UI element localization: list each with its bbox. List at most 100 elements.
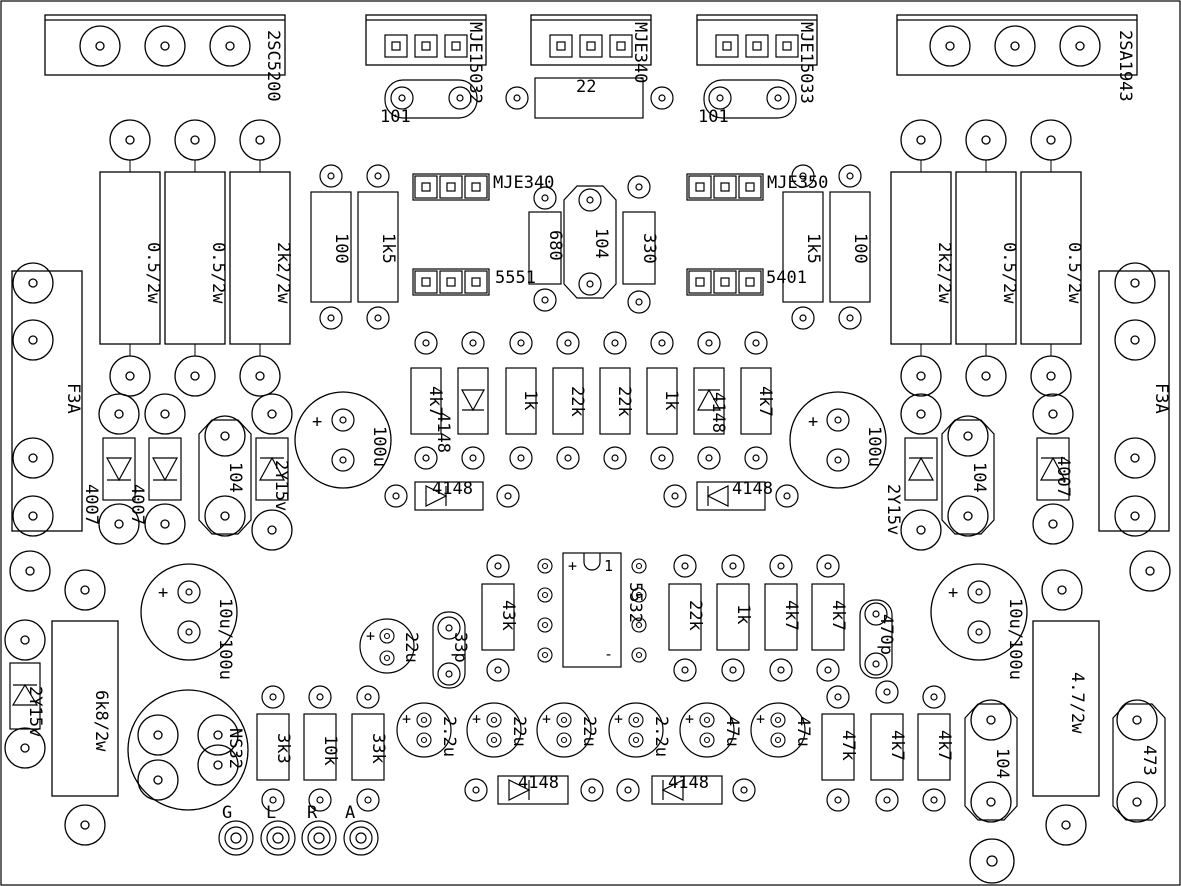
- svg-text:+: +: [158, 583, 168, 603]
- svg-text:22u: 22u: [509, 716, 529, 747]
- svg-text:+: +: [472, 710, 481, 728]
- svg-text:1: 1: [604, 557, 613, 575]
- capacitor-100u-right: + 100u: [789, 391, 887, 489]
- capacitor-2u2-a: + 2.2u: [396, 702, 459, 758]
- transistor-q4: MJE340: [530, 14, 652, 83]
- zener-15v-right: 2Y15v: [883, 393, 942, 551]
- diode-4148-horizontal-b: 4148: [663, 479, 799, 511]
- resistor-6k8: 6k8/2w: [51, 620, 119, 846]
- svg-text:22k: 22k: [685, 600, 705, 631]
- svg-text:101: 101: [380, 107, 411, 127]
- svg-text:+: +: [685, 710, 694, 728]
- svg-text:+: +: [948, 583, 958, 603]
- svg-text:MJE340: MJE340: [493, 173, 554, 193]
- diode-4148-horizontal-a: 4148: [384, 479, 520, 511]
- svg-text:3k3: 3k3: [273, 733, 293, 764]
- svg-text:4k7: 4k7: [425, 386, 445, 417]
- capacitor-10u-right: + 10u/100u: [930, 563, 1028, 680]
- capacitor-104-center: 104: [563, 185, 617, 299]
- svg-text:F3A: F3A: [1151, 383, 1171, 414]
- capacitor-100u-left: + 100u: [294, 391, 392, 489]
- diode-4007-right: 4007: [1032, 393, 1074, 545]
- resistor-680: 680: [528, 186, 565, 312]
- svg-text:100u: 100u: [369, 426, 389, 467]
- capacitor-473: 473: [1112, 699, 1166, 823]
- svg-text:4148: 4148: [732, 479, 773, 499]
- resistor-22k-mid-a: 22k: [552, 331, 587, 470]
- svg-text:-: -: [604, 645, 613, 663]
- capacitor-22u-b: + 22u: [536, 702, 599, 758]
- resistor-4k7-ic-b: 4k7: [811, 554, 848, 682]
- resistor-1k-ic: 1k: [716, 554, 753, 682]
- svg-text:4007: 4007: [81, 484, 101, 525]
- resistor-47k: 47k: [821, 685, 858, 812]
- svg-text:4.7/2w: 4.7/2w: [1067, 672, 1087, 734]
- svg-text:470p: 470p: [876, 614, 896, 655]
- svg-text:100u: 100u: [864, 426, 884, 467]
- resistor-4k7-mid-left: 4k7: [410, 331, 445, 470]
- svg-text:104: 104: [969, 462, 989, 493]
- transistor-q8: 5551: [412, 268, 536, 296]
- fuse-right: F3A: [1098, 262, 1171, 537]
- svg-text:33k: 33k: [368, 733, 388, 764]
- transistor-q2: 2SA1943: [896, 14, 1138, 102]
- svg-text:5551: 5551: [495, 268, 536, 288]
- capacitor-104-right: 104: [941, 415, 995, 537]
- svg-text:4k7: 4k7: [887, 730, 907, 761]
- transistor-q1: 2SC5200: [44, 14, 286, 102]
- svg-text:+: +: [614, 710, 623, 728]
- svg-text:1k: 1k: [661, 390, 681, 410]
- capacitor-47u-b: + 47u: [750, 702, 813, 758]
- q5-label: MJE15033: [796, 22, 816, 104]
- svg-text:+: +: [568, 557, 577, 575]
- capacitor-10u-left: + 10u/100u: [140, 563, 238, 680]
- svg-text:330: 330: [639, 233, 659, 264]
- svg-text:G: G: [222, 803, 232, 823]
- capacitor-104-left: 104: [198, 415, 252, 537]
- svg-text:22k: 22k: [567, 386, 587, 417]
- svg-text:4k7: 4k7: [934, 730, 954, 761]
- resistor-3k3: 3k3: [256, 685, 293, 812]
- svg-text:47u: 47u: [722, 716, 742, 747]
- svg-text:2k2/2w: 2k2/2w: [934, 242, 954, 304]
- q3-label: MJE15032: [465, 22, 485, 104]
- transistor-q6: MJE340: [412, 173, 554, 201]
- svg-text:4148: 4148: [668, 773, 709, 793]
- capacitor-470p: 470p: [859, 599, 896, 679]
- svg-text:NS32: NS32: [225, 728, 245, 769]
- svg-text:1k: 1k: [520, 390, 540, 410]
- svg-text:680: 680: [545, 230, 565, 261]
- diode-4148-bottom-b: 4148: [616, 773, 756, 805]
- svg-text:+: +: [312, 412, 322, 432]
- svg-text:22u: 22u: [579, 716, 599, 747]
- resistor-4r7-2w: 4.7/2w: [1032, 620, 1100, 846]
- svg-text:4148: 4148: [433, 412, 453, 453]
- svg-text:104: 104: [992, 748, 1012, 779]
- svg-text:4148: 4148: [708, 392, 728, 433]
- zener-15v-left: 2Y15v: [251, 393, 293, 551]
- capacitor-ns32: NS32: [127, 689, 249, 811]
- svg-text:1k5: 1k5: [378, 233, 398, 264]
- svg-text:2k2/2w: 2k2/2w: [273, 242, 293, 304]
- svg-text:4007: 4007: [127, 484, 147, 525]
- svg-text:L: L: [266, 803, 276, 823]
- svg-text:+: +: [808, 412, 818, 432]
- resistor-33k: 33k: [351, 685, 388, 812]
- svg-text:F3A: F3A: [63, 383, 83, 414]
- svg-text:2.2u: 2.2u: [439, 716, 459, 757]
- svg-text:0.5/2w: 0.5/2w: [1064, 242, 1084, 304]
- capacitor-2u2-b: + 2.2u: [608, 702, 671, 758]
- resistor-1k-mid-a: 1k: [505, 331, 540, 470]
- svg-text:4007: 4007: [1053, 456, 1073, 497]
- svg-text:104: 104: [225, 462, 245, 493]
- resistor-100-right: 100: [829, 164, 871, 330]
- resistor-22k-mid-b: 22k: [599, 331, 634, 470]
- resistor-4k7-mid-right: 4k7: [740, 331, 775, 470]
- resistor-100-left: 100: [310, 164, 352, 330]
- q1-label: 2SC5200: [263, 30, 283, 102]
- diode-4148-mid-right: 4148: [693, 331, 728, 470]
- svg-text:2Y15v: 2Y15v: [883, 484, 903, 535]
- transistor-q9: 5401: [686, 268, 807, 296]
- svg-text:+: +: [402, 710, 411, 728]
